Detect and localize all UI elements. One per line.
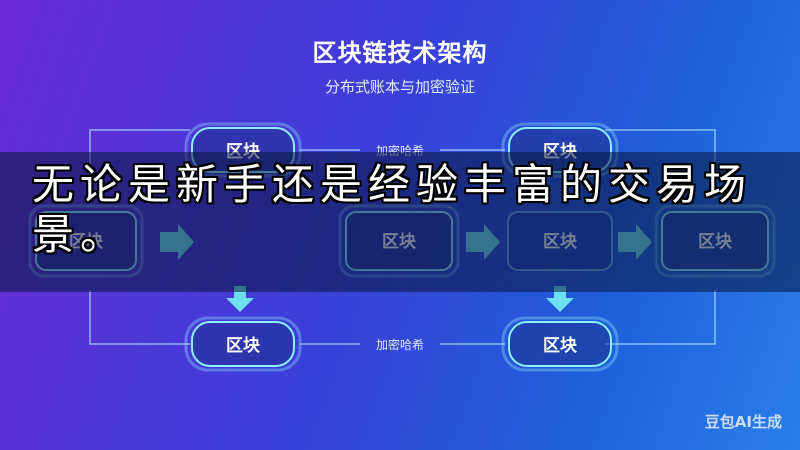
diagram-title: 区块链技术架构 bbox=[312, 39, 488, 67]
arrow-down-right bbox=[546, 286, 574, 312]
node-bottom-right-label: 区块 bbox=[543, 336, 578, 356]
caption-banner bbox=[0, 152, 800, 292]
arrow-down-left bbox=[226, 286, 254, 312]
connector-bottom-left bbox=[89, 290, 190, 345]
node-bottom-right: 区块 bbox=[501, 316, 619, 372]
overlay-caption: 无论是新手还是经验丰富的交易场景。 bbox=[32, 160, 753, 259]
ai-watermark: 豆包AI生成 bbox=[704, 413, 782, 431]
diagram-subtitle: 分布式账本与加密验证 bbox=[324, 78, 475, 96]
edge-label-bottom: 加密哈希 bbox=[376, 337, 424, 352]
connector-bottom-right bbox=[605, 290, 716, 345]
node-bottom-left-label: 区块 bbox=[226, 336, 261, 356]
node-bottom-left: 区块 bbox=[184, 316, 302, 372]
